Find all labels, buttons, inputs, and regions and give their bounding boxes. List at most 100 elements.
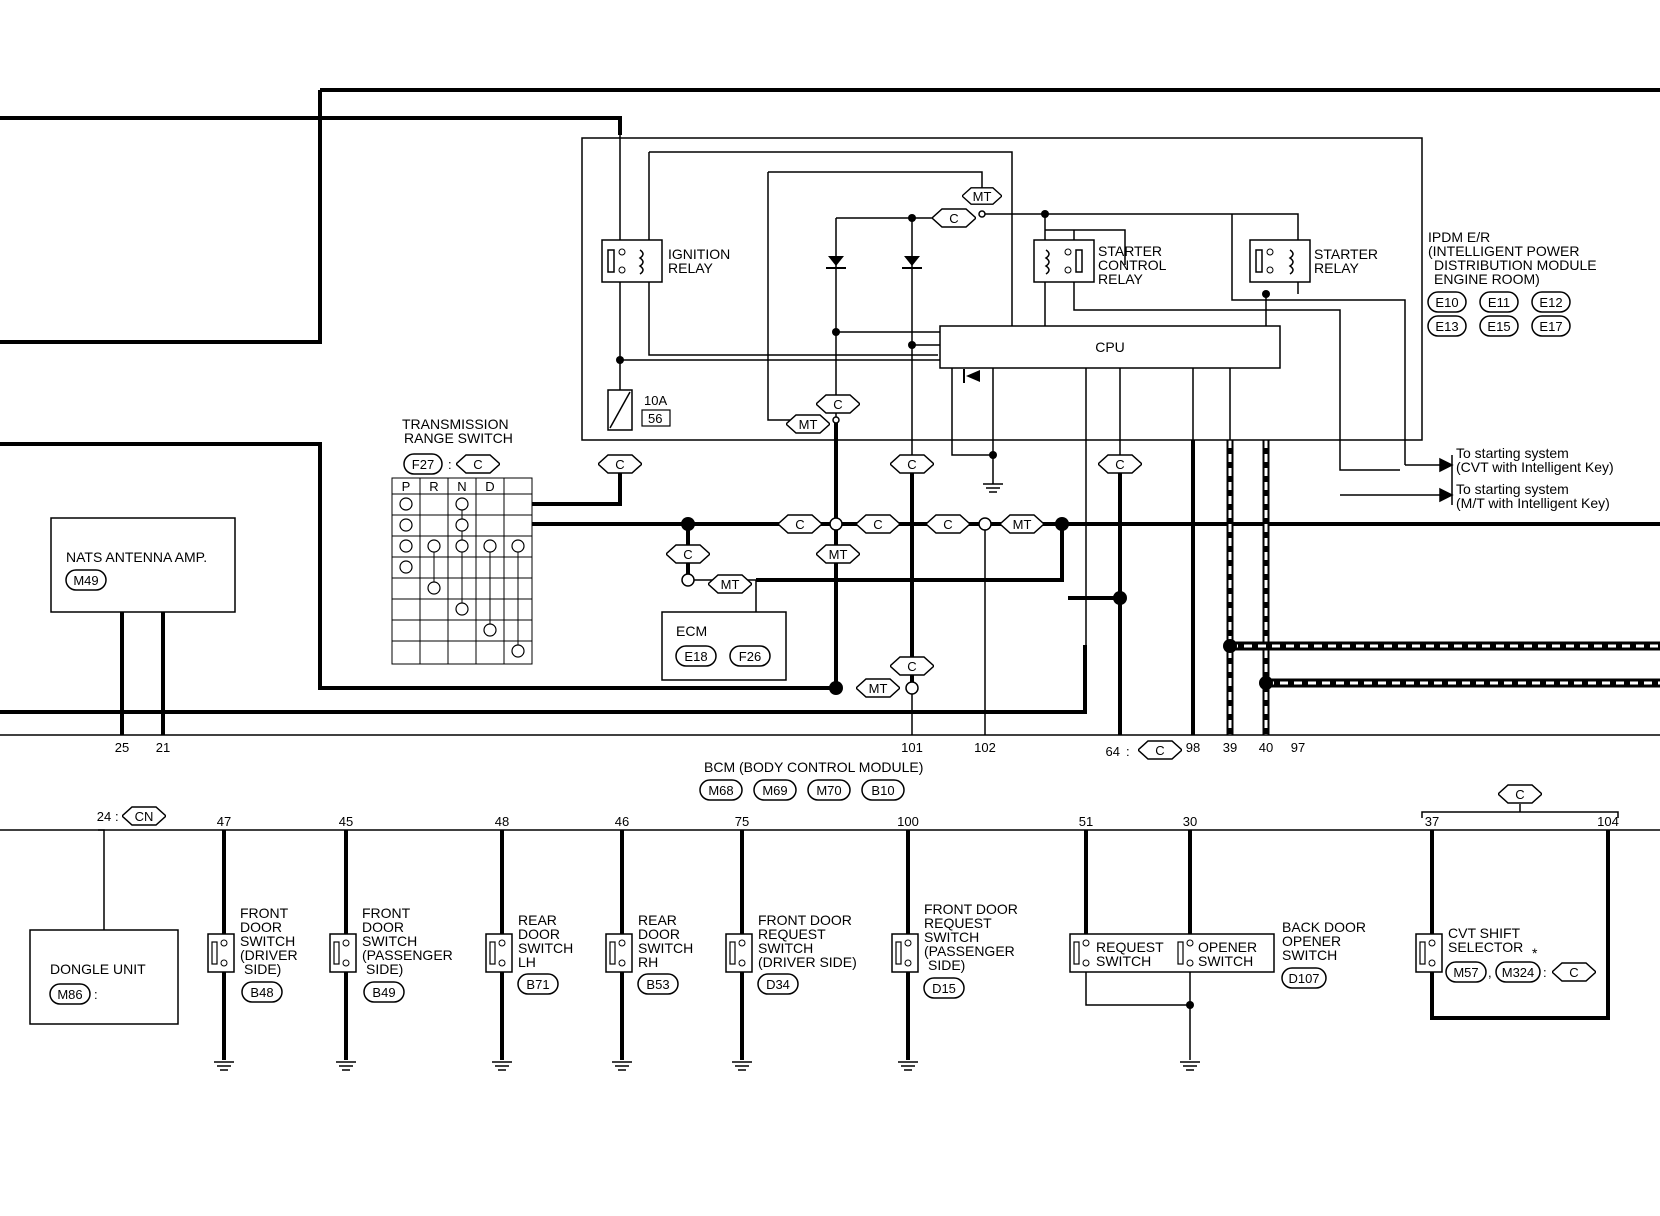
svg-text:51: 51 xyxy=(1079,814,1093,829)
svg-text:FRONT DOOR: FRONT DOOR xyxy=(758,912,852,928)
svg-text:FRONT DOOR: FRONT DOOR xyxy=(924,901,1018,917)
svg-text:M70: M70 xyxy=(816,783,841,798)
starter-control-relay-label-2: CONTROL xyxy=(1098,257,1167,273)
svg-text:102: 102 xyxy=(974,740,996,755)
svg-text:CN: CN xyxy=(135,809,154,824)
svg-text:SWITCH: SWITCH xyxy=(758,940,813,956)
cpu-label: CPU xyxy=(1095,339,1125,355)
starting-system-cvt-2: (CVT with Intelligent Key) xyxy=(1456,459,1614,475)
svg-text:SWITCH: SWITCH xyxy=(240,933,295,949)
svg-text:C: C xyxy=(1155,743,1164,758)
svg-text:SWITCH: SWITCH xyxy=(362,933,417,949)
nats-connector: M49 xyxy=(73,573,98,588)
ipdm-connector-e11: E11 xyxy=(1488,295,1510,310)
ignition-relay-icon xyxy=(601,239,663,283)
fuse-amp: 10A xyxy=(644,393,667,408)
svg-text:P: P xyxy=(402,479,411,494)
ground-icon xyxy=(214,1061,1200,1071)
svg-text:B49: B49 xyxy=(372,985,395,1000)
connector-tag-labels: C C C C C C C C C C C C C CN CN C MT MT … xyxy=(113,189,1579,1002)
ipdm-connector-e13: E13 xyxy=(1435,319,1458,334)
ipdm-connector-e10: E10 xyxy=(1435,295,1458,310)
svg-text:D34: D34 xyxy=(766,977,790,992)
svg-text:21: 21 xyxy=(156,740,170,755)
cpu-block xyxy=(939,325,1281,369)
switch-connector-badges xyxy=(241,961,1541,1003)
dongle-connector-badge xyxy=(49,983,91,1005)
svg-text:64: 64 xyxy=(1106,744,1120,759)
ecm-connector-badge-2 xyxy=(729,645,771,667)
cvt-asterisk: * xyxy=(1532,945,1538,961)
ipdm-title-3: DISTRIBUTION MODULE xyxy=(1434,257,1597,273)
switch-connectors: B48 B49 B71 B53 D34 D15 D107 M57 M324 xyxy=(250,965,1534,1000)
svg-text:46: 46 xyxy=(615,814,629,829)
svg-text:SWITCH: SWITCH xyxy=(638,940,693,956)
svg-text:C: C xyxy=(1515,787,1524,802)
trs-positions: P R N D xyxy=(402,479,495,494)
svg-text:SIDE): SIDE) xyxy=(366,961,403,977)
svg-text:B10: B10 xyxy=(871,783,894,798)
starting-system-cvt-1: To starting system xyxy=(1456,445,1569,461)
svg-text:97: 97 xyxy=(1291,740,1305,755)
ecm-box xyxy=(661,611,787,681)
switch-labels: FRONT DOOR SWITCH (DRIVER SIDE) FRONT DO… xyxy=(240,901,1523,977)
svg-text:B48: B48 xyxy=(250,985,273,1000)
dongle-unit-box xyxy=(29,929,179,1025)
cvt-shift-selector-icon xyxy=(1415,933,1443,973)
svg-text:C: C xyxy=(833,397,842,412)
starting-system-mt-1: To starting system xyxy=(1456,481,1569,497)
svg-text:MT: MT xyxy=(1013,517,1032,532)
svg-text:101: 101 xyxy=(901,740,923,755)
starter-control-relay-label-3: RELAY xyxy=(1098,271,1144,287)
svg-text:30: 30 xyxy=(1183,814,1197,829)
svg-text:100: 100 xyxy=(897,814,919,829)
svg-text:24: 24 xyxy=(97,809,111,824)
bcm-connector-badges xyxy=(699,779,905,801)
svg-text:DOOR: DOOR xyxy=(518,926,560,942)
svg-text:REQUEST: REQUEST xyxy=(758,926,826,942)
svg-text:C: C xyxy=(795,517,804,532)
cvt-colon: : xyxy=(1543,965,1547,980)
rear-door-switch-lh-icon xyxy=(485,933,513,973)
svg-text:LH: LH xyxy=(518,954,536,970)
ipdm-title-1: IPDM E/R xyxy=(1428,229,1490,245)
svg-text:(PASSENGER: (PASSENGER xyxy=(924,943,1015,959)
svg-text:FRONT: FRONT xyxy=(362,905,411,921)
svg-text:B53: B53 xyxy=(646,977,669,992)
svg-text:C: C xyxy=(1115,457,1124,472)
svg-text:N: N xyxy=(457,479,466,494)
svg-text:SIDE): SIDE) xyxy=(928,957,965,973)
rear-door-switch-rh-icon xyxy=(605,933,633,973)
svg-text:DOOR: DOOR xyxy=(638,926,680,942)
cvt-comma: , xyxy=(1488,965,1492,980)
nats-antenna-amp-label: NATS ANTENNA AMP. xyxy=(66,549,207,565)
svg-text:D15: D15 xyxy=(932,981,956,996)
ground-icon xyxy=(983,455,1003,493)
bcm-upper-terminals: 25 21 101 102 64 98 39 40 97 xyxy=(115,740,1305,759)
svg-text:C: C xyxy=(1569,965,1578,980)
bcm-colon-64: : xyxy=(1126,744,1130,759)
svg-text:SIDE): SIDE) xyxy=(244,961,281,977)
svg-text:C: C xyxy=(943,517,952,532)
starter-control-relay-label-1: STARTER xyxy=(1098,243,1162,259)
svg-text:MT: MT xyxy=(799,417,818,432)
svg-text:MT: MT xyxy=(869,681,888,696)
svg-text:DOOR: DOOR xyxy=(362,919,404,935)
svg-text:C: C xyxy=(907,457,916,472)
trs-colon: : xyxy=(448,457,452,472)
ipdm-connector-e12: E12 xyxy=(1539,295,1562,310)
ipdm-title-2: (INTELLIGENT POWER xyxy=(1428,243,1579,259)
svg-text:OPENER: OPENER xyxy=(1198,939,1257,955)
svg-text:SELECTOR: SELECTOR xyxy=(1448,939,1523,955)
trs-grid xyxy=(391,477,533,665)
nats-antenna-amp-box xyxy=(50,517,236,613)
svg-text:SWITCH: SWITCH xyxy=(1198,953,1253,969)
dongle-unit-label: DONGLE UNIT xyxy=(50,961,146,977)
nats-connector-badge xyxy=(65,569,107,591)
starter-relay-label-2: RELAY xyxy=(1314,260,1360,276)
ecm-connector-badge-1 xyxy=(675,645,717,667)
arrow-icon xyxy=(1439,455,1454,505)
ipdm-connector-e17: E17 xyxy=(1539,319,1562,334)
svg-text:M57: M57 xyxy=(1453,965,1478,980)
